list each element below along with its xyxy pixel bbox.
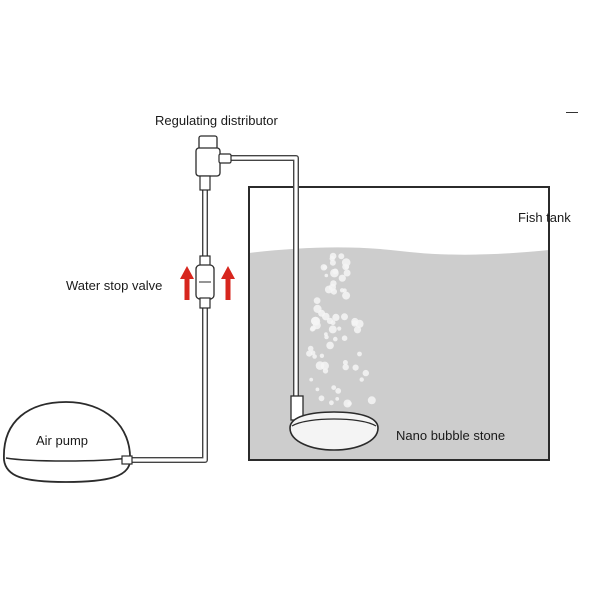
bubble [326, 341, 334, 350]
bubble [332, 268, 339, 275]
bubble [341, 313, 348, 321]
bubble [318, 395, 325, 402]
bubble [329, 400, 334, 406]
bubble [329, 252, 337, 260]
label-water-stop-valve: Water stop valve [66, 278, 163, 293]
label-air-pump: Air pump [36, 433, 89, 448]
bubble [306, 350, 313, 357]
bubble [318, 309, 326, 317]
divider-dash [566, 112, 578, 113]
bubble [342, 288, 347, 293]
bubble [343, 269, 351, 277]
tube-pump-to-riser [130, 300, 208, 463]
bubble [338, 253, 345, 260]
bubble [328, 325, 337, 334]
bubble [367, 396, 376, 405]
bubble [331, 385, 337, 390]
bubble [310, 325, 316, 331]
bubble [357, 351, 362, 357]
bubble [333, 336, 338, 342]
bubble [335, 397, 340, 401]
bubble [326, 317, 334, 325]
bubble [353, 326, 362, 334]
flow-arrows [180, 266, 235, 300]
bubble [351, 317, 359, 326]
bubble [310, 316, 320, 326]
label-nano-bubble-stone: Nano bubble stone [396, 428, 506, 443]
bubble [335, 388, 342, 394]
bubble [320, 361, 329, 370]
bubble [342, 360, 348, 365]
tank-water [249, 247, 549, 460]
bubble [338, 274, 346, 282]
water-stop-valve [195, 255, 215, 309]
bubble [332, 313, 340, 321]
bubble [319, 353, 325, 358]
air-tubing [130, 155, 299, 463]
bubble [324, 285, 333, 294]
bubble [341, 335, 348, 342]
fish-tank [248, 186, 550, 461]
bubble [307, 345, 314, 352]
bubble [322, 265, 328, 270]
air-pump [3, 401, 133, 483]
bubble [313, 297, 321, 304]
bubble [341, 258, 351, 267]
bubble [324, 273, 329, 278]
bubble [359, 377, 364, 382]
bubble-column [306, 252, 376, 408]
label-fish-tank: Fish tank [518, 210, 571, 225]
bubble [342, 291, 351, 300]
bubble [310, 350, 316, 356]
tank-outline [248, 186, 550, 461]
bubble [347, 401, 352, 406]
bubble [352, 364, 359, 371]
bubble [309, 377, 314, 382]
regulating-distributor [195, 135, 232, 191]
bubble [342, 363, 349, 371]
bubble [312, 354, 317, 359]
arrow-up-icon [221, 266, 235, 300]
bubble [329, 259, 336, 266]
bubble [324, 332, 328, 337]
bubble [337, 326, 342, 331]
nano-bubble-stone [289, 395, 379, 451]
arrow-up-icon [180, 266, 194, 300]
label-regulating-distributor: Regulating distributor [155, 113, 278, 128]
bubble [362, 369, 369, 377]
bubble [344, 264, 350, 270]
bubble [315, 387, 320, 392]
